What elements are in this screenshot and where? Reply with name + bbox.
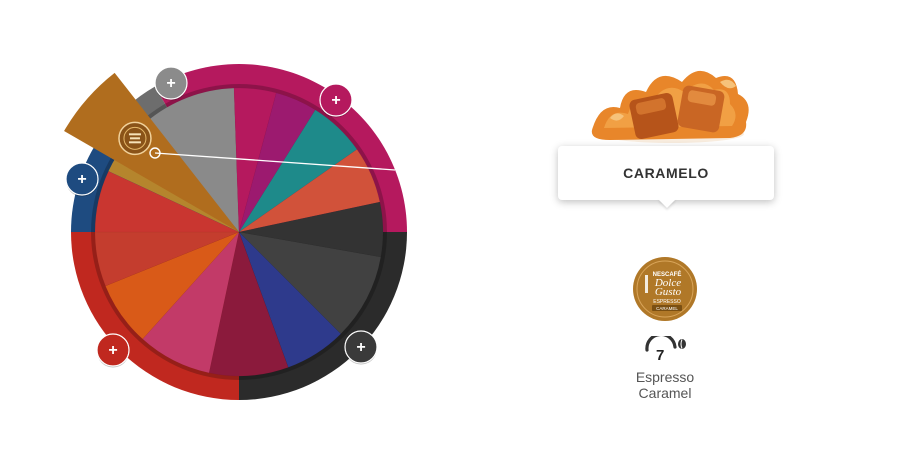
capsule-logo: NESCAFÉ Dolce Gusto ESPRESSO CARAMEL (633, 257, 697, 321)
plus-buttons[interactable]: + + + + + (65, 66, 378, 368)
wheel-segment-orange[interactable] (105, 231, 240, 340)
plus-button-grey[interactable]: + (154, 66, 188, 101)
selected-capsule-icon (118, 121, 152, 156)
wheel-segment-red-2[interactable] (94, 231, 240, 287)
capsule-line-2: CARAMEL (656, 306, 678, 311)
wheel-segment-navy[interactable] (238, 231, 342, 368)
plus-button-red-label: + (108, 342, 117, 359)
product-name-line-1: Espresso (635, 369, 695, 385)
plus-button-grey-label: + (166, 75, 175, 92)
plus-button-magenta[interactable]: + (319, 83, 353, 118)
wheel-segment-orange-red[interactable] (238, 149, 381, 233)
selection-pointer-line (154, 152, 396, 171)
plus-button-red[interactable]: + (96, 333, 130, 368)
wheel-segment-red-1[interactable] (94, 170, 240, 233)
product-info-panel: CARAMELO NESCAFÉ Dolce Gusto ESPRESSO CA… (540, 0, 800, 462)
wheel-segment-rose[interactable] (142, 231, 240, 374)
caramel-candy-image (591, 70, 749, 143)
product-name: Espresso Caramel (600, 369, 730, 401)
intensity-gauge-icon (645, 336, 677, 352)
flavor-label: CARAMELO (558, 146, 774, 200)
wheel-segment-teal[interactable] (238, 109, 358, 233)
capsule-line-1: ESPRESSO (653, 299, 681, 305)
intensity-value: 7 (656, 347, 664, 362)
plus-button-dark-label: + (356, 339, 365, 356)
wheel-segment-dark-2[interactable] (238, 231, 382, 335)
selected-segment-extension[interactable] (64, 72, 239, 232)
wheel-segment-wine[interactable] (208, 231, 289, 377)
selected-segment[interactable] (64, 72, 240, 232)
brand-line-3: Gusto (655, 286, 682, 298)
product-name-line-2: Caramel (638, 385, 692, 401)
plus-button-magenta-label: + (331, 92, 340, 109)
coffee-flavor-wheel[interactable]: + + + + + (0, 0, 470, 462)
plus-button-blue-label: + (77, 171, 86, 188)
coffee-bean-icon (678, 339, 686, 349)
selection-pointer-dot (149, 147, 161, 159)
plus-button-blue[interactable]: + (65, 162, 99, 197)
wheel-segment-magenta-2[interactable] (238, 92, 316, 233)
wheel-segments[interactable] (94, 87, 384, 377)
brand-line-2: Dolce (654, 277, 681, 289)
wheel-segment-dark-1[interactable] (238, 201, 384, 258)
intensity-indicator: 7 (645, 336, 686, 362)
pointer-line (149, 147, 396, 171)
plus-button-dark[interactable]: + (344, 330, 378, 365)
brand-line-1: NESCAFÉ (653, 270, 682, 278)
